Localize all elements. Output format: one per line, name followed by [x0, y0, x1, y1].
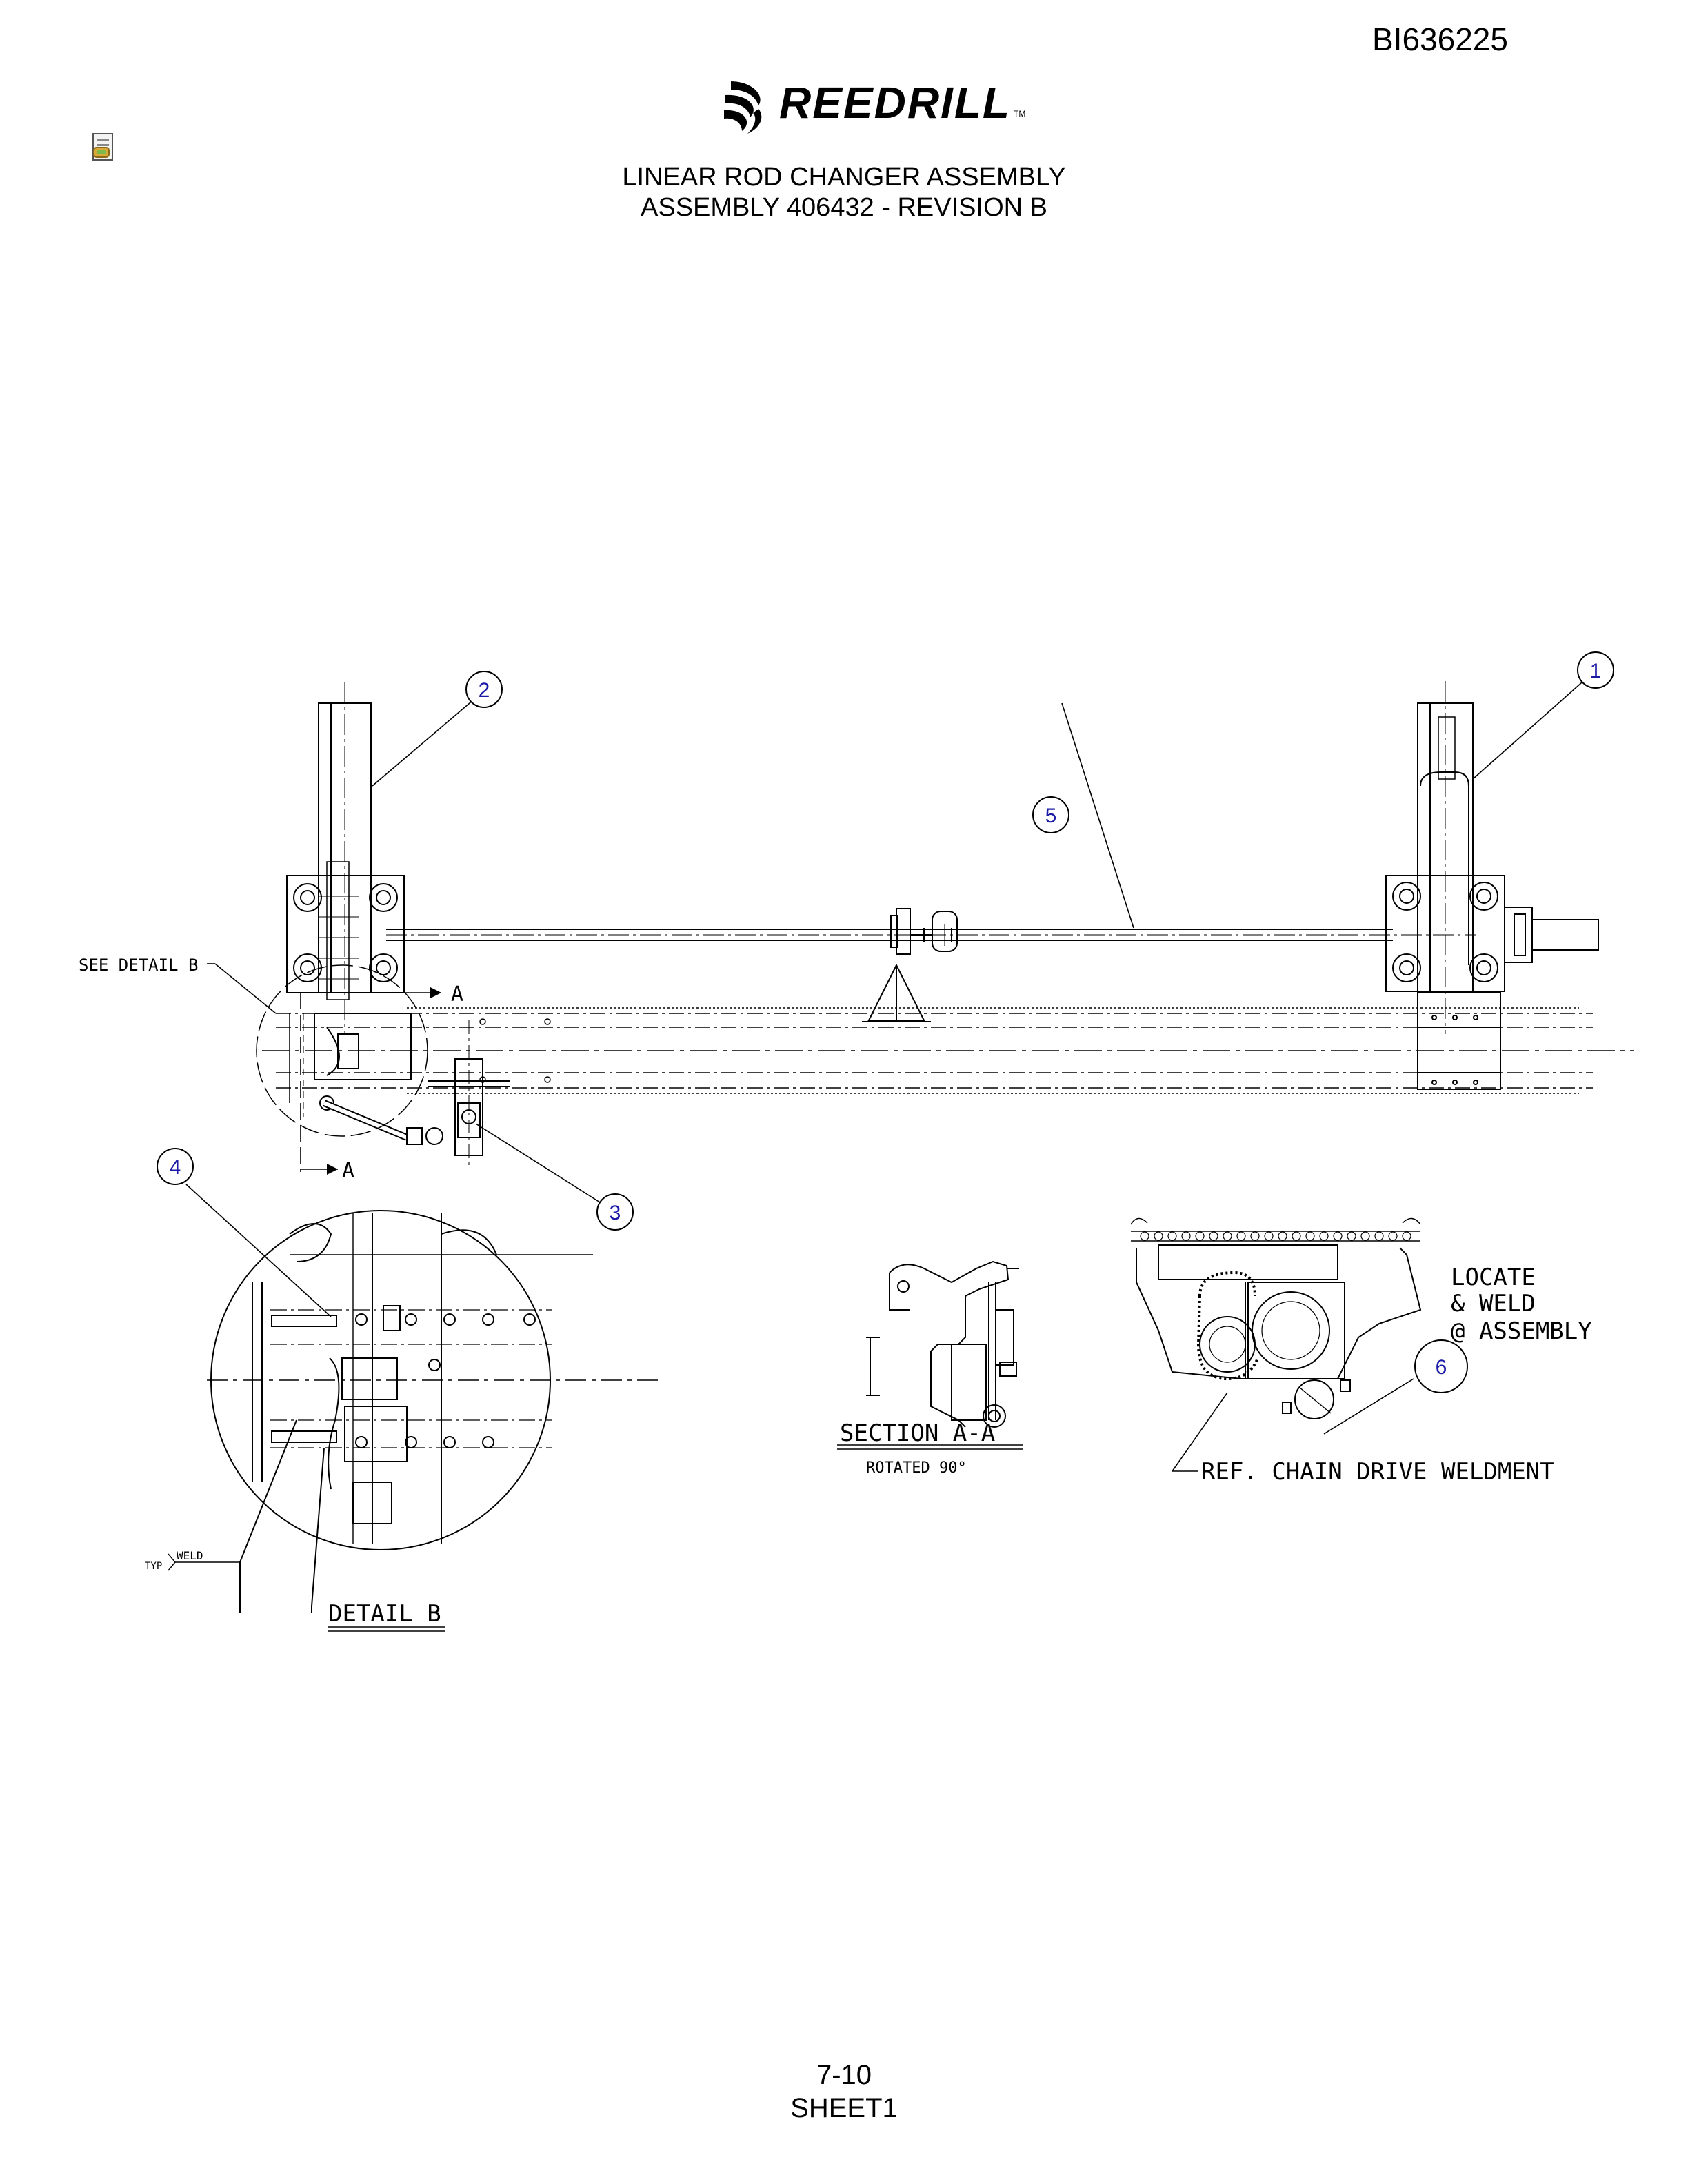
leader-lines — [185, 682, 1582, 1435]
typ-label: TYP — [145, 1561, 162, 1572]
balloon-1-label: 1 — [1590, 660, 1602, 682]
reedrill-logo: REEDRILL TM — [717, 74, 1034, 136]
center-bearing-support — [862, 908, 958, 1022]
sheet-label: SHEET1 — [790, 2093, 898, 2123]
track-rails — [262, 1007, 1634, 1094]
section-cut-line — [300, 987, 441, 1175]
rail-bolts — [479, 1018, 551, 1083]
assembly-subtitle: ASSEMBLY 406432 - REVISION B — [641, 193, 1047, 222]
chain-links — [1130, 1217, 1421, 1242]
document-id: BI636225 — [1372, 21, 1508, 57]
locate-line-1: LOCATE — [1451, 1264, 1536, 1291]
ref-chain-drive-label: REF. CHAIN DRIVE WELDMENT — [1201, 1458, 1554, 1486]
gripper-arm — [428, 1020, 510, 1165]
item-balloons: 1 2 3 4 5 6 — [157, 651, 1614, 1393]
page-number: 7-10 — [816, 2060, 872, 2090]
balloon-3: 3 — [596, 1193, 634, 1231]
swirl-logo-icon — [724, 81, 762, 134]
section-marker-bottom: A — [342, 1159, 354, 1183]
drawing-annotations: SEE DETAIL B A A DETAIL B WELD TYP SECTI… — [79, 956, 1592, 1628]
right-tower — [1385, 681, 1599, 1090]
locate-line-3: @ ASSEMBLY — [1451, 1317, 1592, 1345]
locate-line-2: & WELD — [1451, 1290, 1536, 1317]
section-aa-label: SECTION A-A — [840, 1419, 995, 1447]
balloon-2: 2 — [465, 671, 503, 708]
balloon-5: 5 — [1032, 796, 1069, 833]
section-marker-top: A — [451, 982, 463, 1007]
balloon-3-label: 3 — [610, 1202, 621, 1224]
detail-b-callout-circle — [256, 964, 428, 1137]
main-assembly-view — [185, 681, 1634, 1435]
logo-wordmark: REEDRILL — [779, 78, 1011, 128]
balloon-4: 4 — [157, 1148, 194, 1185]
balloon-6-label: 6 — [1436, 1356, 1447, 1379]
balloon-4-label: 4 — [170, 1156, 181, 1179]
detail-b-view — [168, 1210, 662, 1632]
section-aa-view — [837, 1260, 1023, 1450]
balloon-2-label: 2 — [479, 679, 490, 702]
logo-trademark: TM — [1014, 109, 1026, 119]
see-detail-b-label: SEE DETAIL B — [79, 956, 198, 975]
drawing-title: LINEAR ROD CHANGER ASSEMBLY — [622, 163, 1066, 192]
weld-label: WELD — [177, 1549, 203, 1562]
balloon-6: 6 — [1414, 1339, 1468, 1393]
detail-b-label: DETAIL B — [328, 1600, 441, 1628]
rotated-label: ROTATED 90° — [866, 1459, 967, 1477]
document-icon[interactable] — [91, 132, 119, 163]
balloon-5-label: 5 — [1045, 805, 1057, 827]
chain-drive-detail — [1130, 1217, 1422, 1472]
balloon-1: 1 — [1577, 651, 1614, 689]
left-tower — [286, 682, 443, 1145]
